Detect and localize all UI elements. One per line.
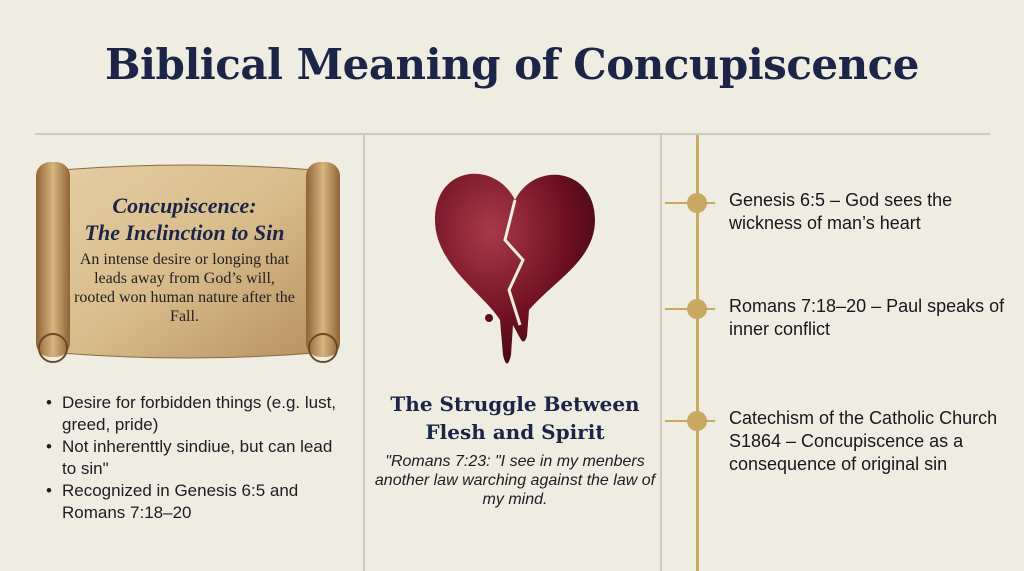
timeline-dot-icon: [687, 299, 707, 319]
timeline-dot-icon: [687, 193, 707, 213]
timeline-text: Catechism of the Catholic Church S1864 –…: [729, 408, 998, 474]
list-item: Recognized in Genesis 6:5 and Romans 7:1…: [44, 480, 344, 524]
column-divider-right: [660, 135, 662, 571]
scroll-content: Concupiscence: The Inclinction to Sin An…: [72, 192, 297, 326]
list-item: Not inherenttly sindiue, but can lead to…: [44, 436, 344, 480]
page-title: Biblical Meaning of Concupiscence: [105, 40, 919, 89]
struggle-section: The Struggle Between Flesh and Spirit "R…: [370, 390, 660, 509]
title-divider: [35, 133, 990, 135]
scroll-body: An intense desire or longing that leads …: [74, 251, 295, 325]
timeline-text: Romans 7:18–20 – Paul speaks of inner co…: [729, 296, 1005, 339]
timeline-line: [696, 135, 699, 571]
broken-heart-icon: [435, 173, 595, 364]
bullet-list: Desire for forbidden things (e.g. lust, …: [44, 392, 344, 524]
column-divider-left: [363, 135, 365, 571]
timeline-dot-icon: [687, 411, 707, 431]
struggle-title: The Struggle Between Flesh and Spirit: [390, 392, 640, 444]
scroll-title-line1: Concupiscence:: [112, 193, 257, 218]
struggle-quote: "Romans 7:23: "I see in my menbers anoth…: [374, 453, 656, 508]
scroll-title-line2: The Inclinction to Sin: [84, 220, 285, 245]
scroll-icon: [36, 162, 340, 363]
timeline-text: Genesis 6:5 – God sees the wickness of m…: [729, 190, 953, 233]
list-item: Desire for forbidden things (e.g. lust, …: [44, 392, 344, 436]
